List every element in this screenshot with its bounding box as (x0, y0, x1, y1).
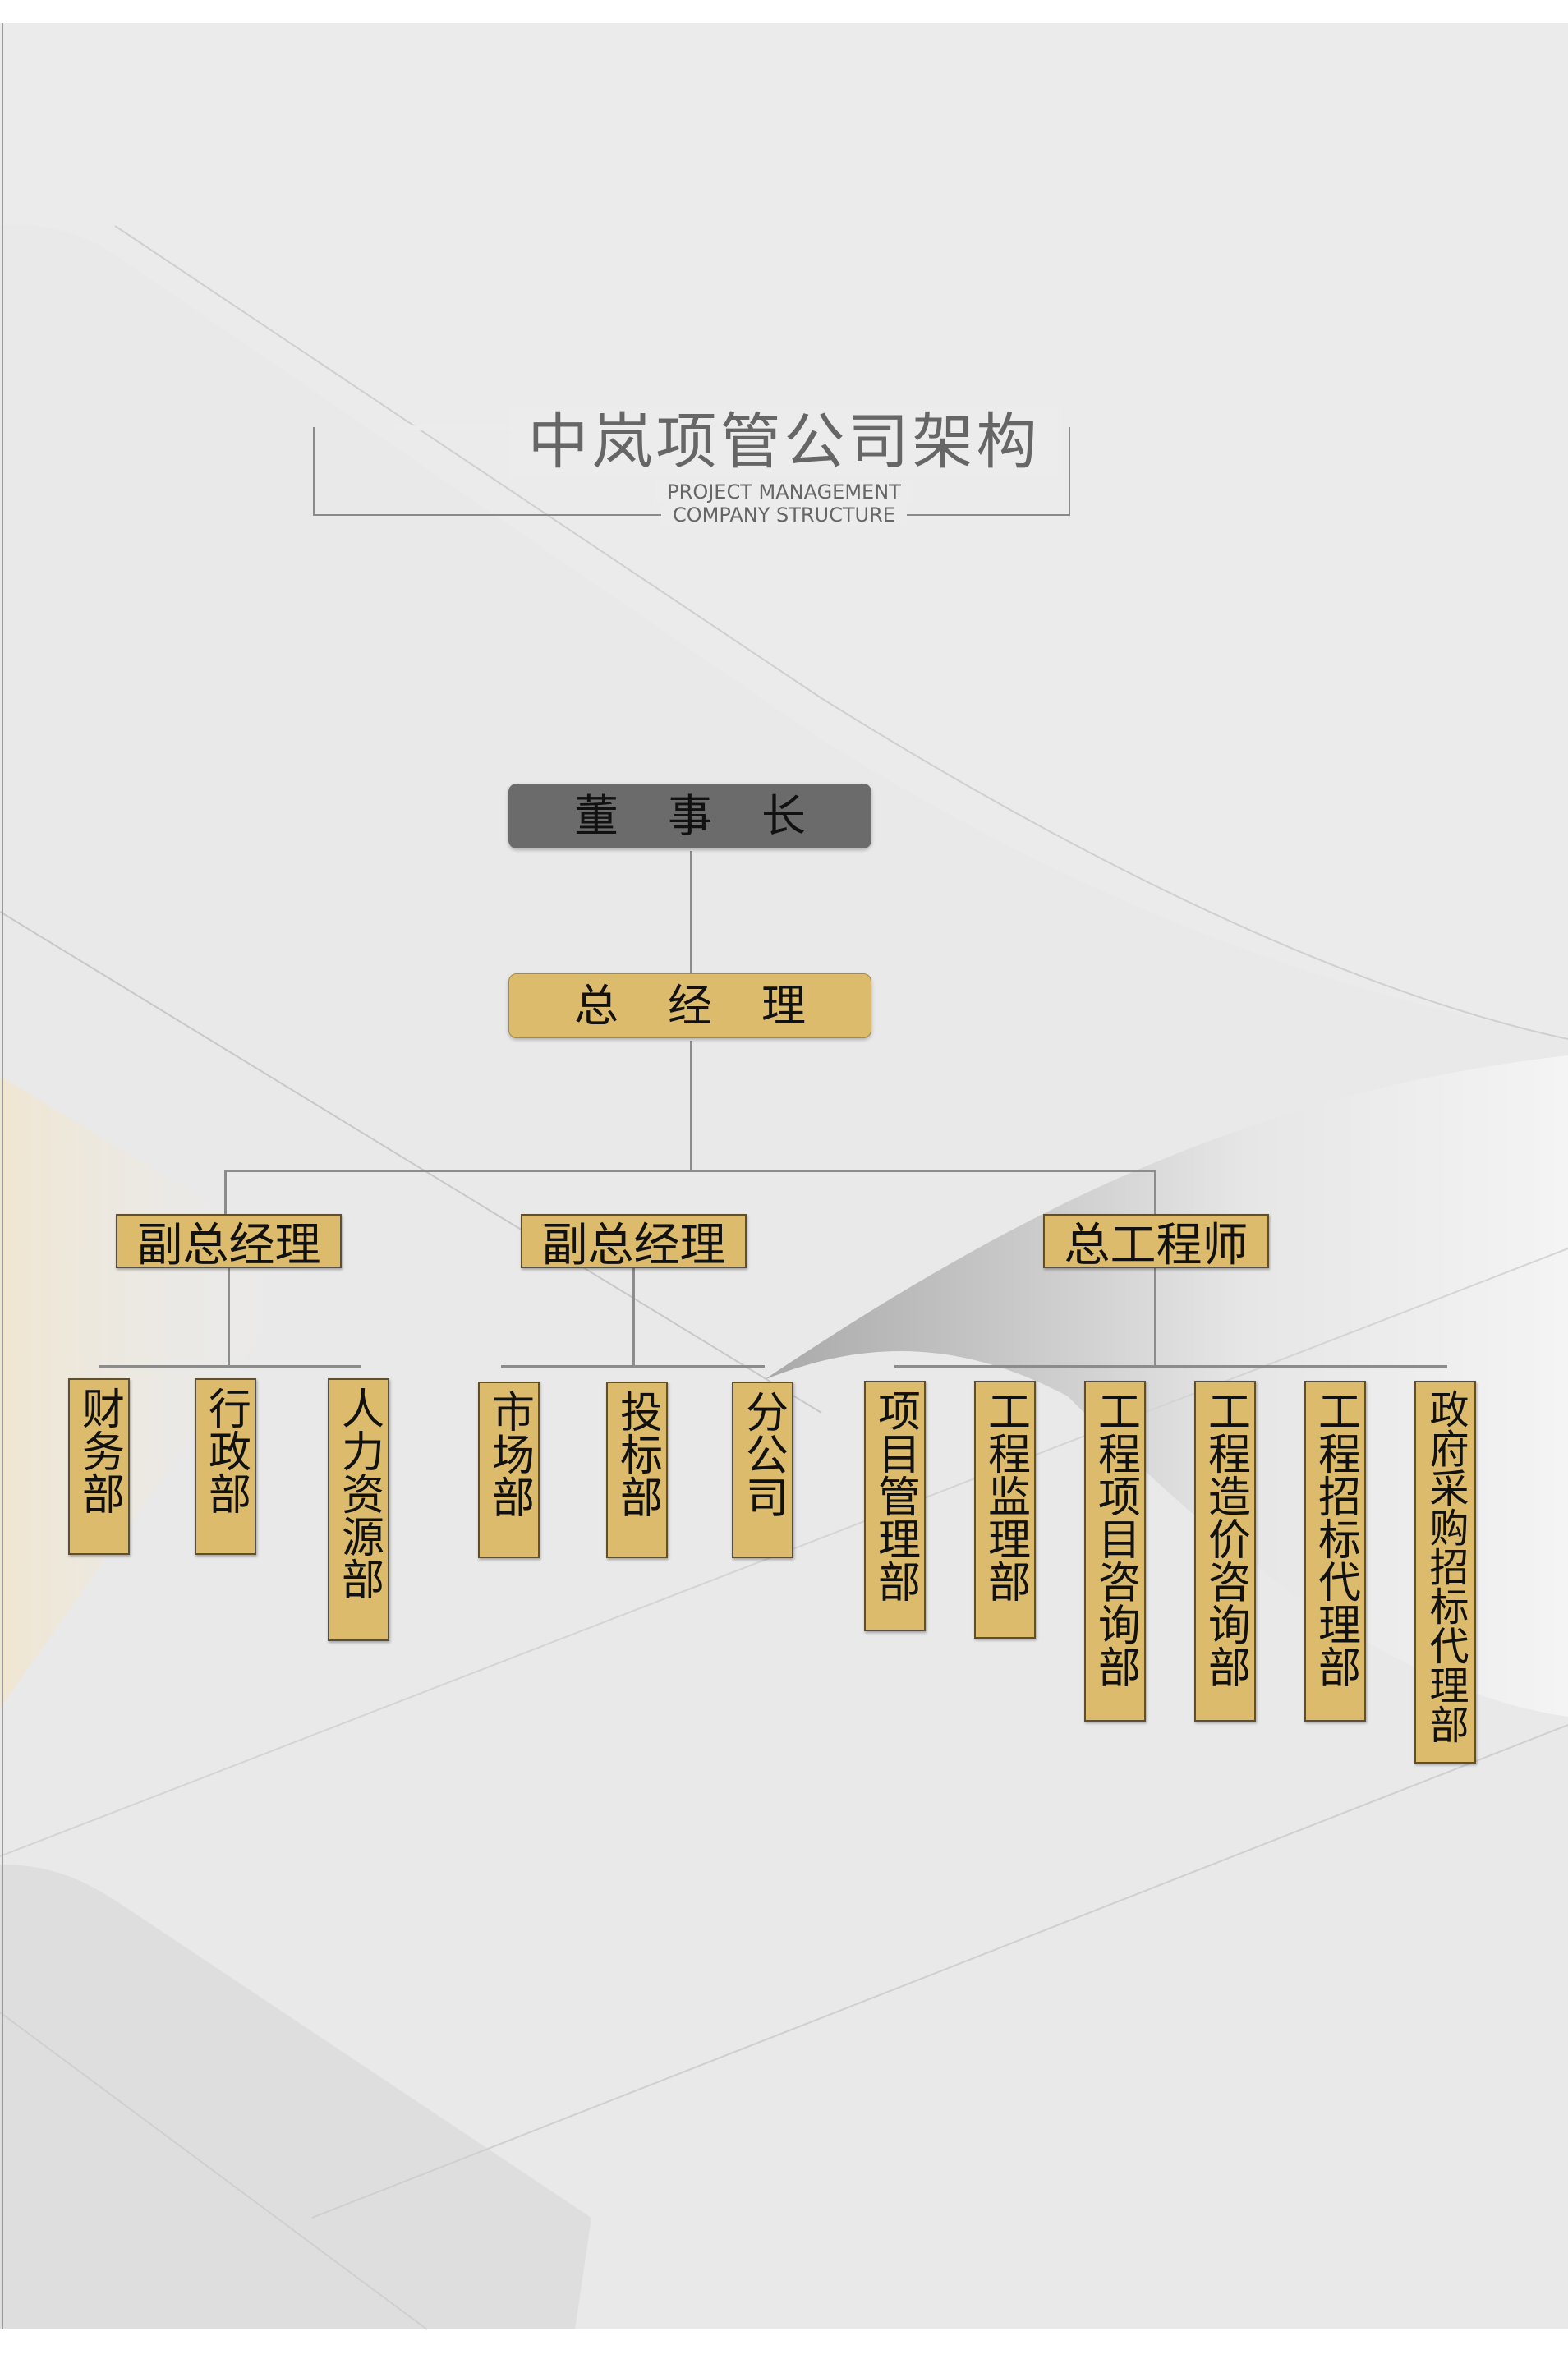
connector (690, 1041, 692, 1170)
chairman-label: 董事长 (574, 789, 855, 842)
dept-supervision: 工程监理部 (974, 1381, 1036, 1639)
connector (224, 1170, 227, 1214)
connector (501, 1365, 765, 1368)
page-title: 中岚项管公司架构 (0, 393, 1568, 481)
connector (690, 851, 692, 973)
general-manager-box: 总经理 (508, 973, 871, 1038)
connector (224, 1170, 1156, 1172)
dept-project-management: 项目管理部 (864, 1381, 926, 1631)
dept-hr: 人力资源部 (328, 1378, 389, 1641)
dept-gov-procurement: 政府采购招标代理部 (1414, 1381, 1476, 1764)
connector (1154, 1170, 1156, 1214)
chief-engineer-box: 总工程师 (1043, 1214, 1269, 1272)
connector (99, 1365, 361, 1368)
chairman-box: 董事长 (508, 784, 871, 848)
subtitle-text-2: COMPANY STRUCTURE (661, 504, 907, 527)
deputy-gm-2-box: 副总经理 (521, 1214, 747, 1272)
dept-tender-agency: 工程招标代理部 (1304, 1381, 1366, 1722)
subtitle-line1: PROJECT MANAGEMENT (0, 481, 1568, 504)
subtitle-line2: COMPANY STRUCTURE (0, 504, 1568, 527)
dept-finance: 财务部 (68, 1378, 130, 1555)
dept-market: 市场部 (478, 1382, 540, 1558)
connector (228, 1268, 230, 1367)
connector (632, 1268, 635, 1367)
dept-cost-consulting: 工程造价咨询部 (1194, 1381, 1256, 1722)
subtitle-text-1: PROJECT MANAGEMENT (655, 481, 913, 504)
general-manager-label: 总经理 (574, 979, 855, 1032)
dept-project-consulting: 工程项目咨询部 (1084, 1381, 1146, 1722)
dept-bidding: 投标部 (606, 1382, 668, 1558)
dept-admin: 行政部 (195, 1378, 256, 1555)
connector (894, 1365, 1447, 1368)
dept-branch: 分公司 (732, 1382, 793, 1558)
deputy-gm-1-box: 副总经理 (116, 1214, 342, 1272)
connector (1154, 1268, 1156, 1367)
title-cn: 中岚项管公司架构 (509, 407, 1059, 477)
